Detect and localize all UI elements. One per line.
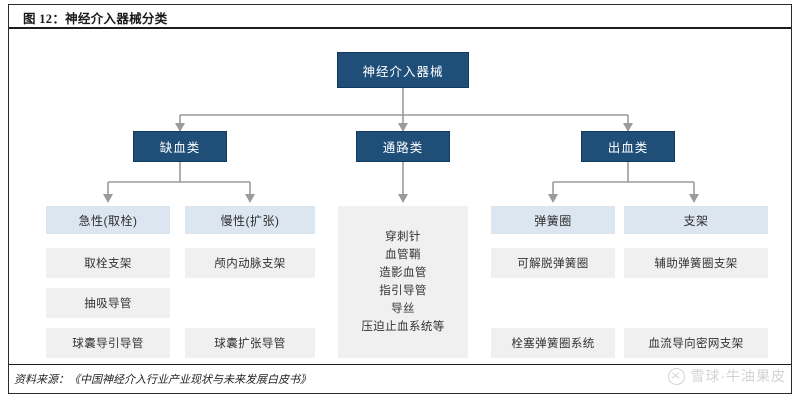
node-item-acute-2: 抽吸导管 <box>46 288 170 318</box>
node-item-acute-3: 球囊导引导管 <box>46 328 170 358</box>
figure-frame <box>8 4 792 394</box>
node-item-acute-2-label: 抽吸导管 <box>84 298 132 310</box>
node-item-chronic-2: 球囊扩张导管 <box>185 328 315 358</box>
node-item-access-list: 穿刺针 血管鞘 造影血管 指引导管 导丝 压迫止血系统等 <box>338 206 468 358</box>
node-root: 神经介入器械 <box>337 52 469 88</box>
node-item-coil-2-label: 栓塞弹簧圈系统 <box>511 338 595 350</box>
watermark: 雪球·牛油果皮 <box>668 366 786 386</box>
node-item-access-2: 血管鞘 <box>385 249 421 261</box>
node-subcategory-chronic: 慢性(扩张) <box>185 206 315 234</box>
node-subcategory-coil: 弹簧圈 <box>491 206 615 234</box>
node-item-stent-2: 血流导向密网支架 <box>624 328 768 358</box>
node-category-ischemic-label: 缺血类 <box>159 141 201 155</box>
footer-divider <box>9 364 791 365</box>
page-title: 图 12：神经介入器械分类 <box>23 12 168 26</box>
source-note: 资料来源：《中国神经介入行业产业现状与未来发展白皮书》 <box>14 374 311 386</box>
node-subcategory-coil-label: 弹簧圈 <box>534 213 572 228</box>
node-item-stent-2-label: 血流导向密网支架 <box>648 338 744 350</box>
node-root-label: 神经介入器械 <box>362 64 444 79</box>
node-item-acute-1: 取栓支架 <box>46 248 170 278</box>
node-item-coil-1: 可解脱弹簧圈 <box>491 248 615 278</box>
node-item-access-4: 指引导管 <box>379 285 427 297</box>
node-subcategory-acute-label: 急性(取栓) <box>78 213 138 228</box>
node-subcategory-stent: 支架 <box>624 206 768 234</box>
snowball-logo-icon <box>668 367 686 385</box>
node-subcategory-acute: 急性(取栓) <box>46 206 170 234</box>
node-item-chronic-1-label: 颅内动脉支架 <box>214 258 286 270</box>
node-category-hemorrhagic-label: 出血类 <box>607 141 649 155</box>
node-item-access-3: 造影血管 <box>379 267 427 279</box>
node-item-coil-1-label: 可解脱弹簧圈 <box>517 258 589 270</box>
node-category-ischemic: 缺血类 <box>133 131 227 162</box>
node-item-chronic-2-label: 球囊扩张导管 <box>214 338 286 350</box>
node-category-hemorrhagic: 出血类 <box>581 131 675 162</box>
figure-header: 图 12：神经介入器械分类 <box>9 5 791 29</box>
node-item-stent-1: 辅助弹簧圈支架 <box>624 248 768 278</box>
node-subcategory-chronic-label: 慢性(扩张) <box>220 213 280 228</box>
node-subcategory-stent-label: 支架 <box>683 213 709 228</box>
node-category-access: 通路类 <box>356 131 450 162</box>
node-item-coil-2: 栓塞弹簧圈系统 <box>491 328 615 358</box>
watermark-label: 雪球·牛油果皮 <box>690 368 786 384</box>
node-item-acute-1-label: 取栓支架 <box>84 258 132 270</box>
node-item-acute-3-label: 球囊导引导管 <box>72 338 144 350</box>
node-item-chronic-1: 颅内动脉支架 <box>185 248 315 278</box>
node-item-access-1: 穿刺针 <box>385 231 421 243</box>
node-item-access-6: 压迫止血系统等 <box>361 321 445 333</box>
node-item-access-5: 导丝 <box>391 303 415 315</box>
node-category-access-label: 通路类 <box>382 141 424 155</box>
node-item-stent-1-label: 辅助弹簧圈支架 <box>654 258 738 270</box>
